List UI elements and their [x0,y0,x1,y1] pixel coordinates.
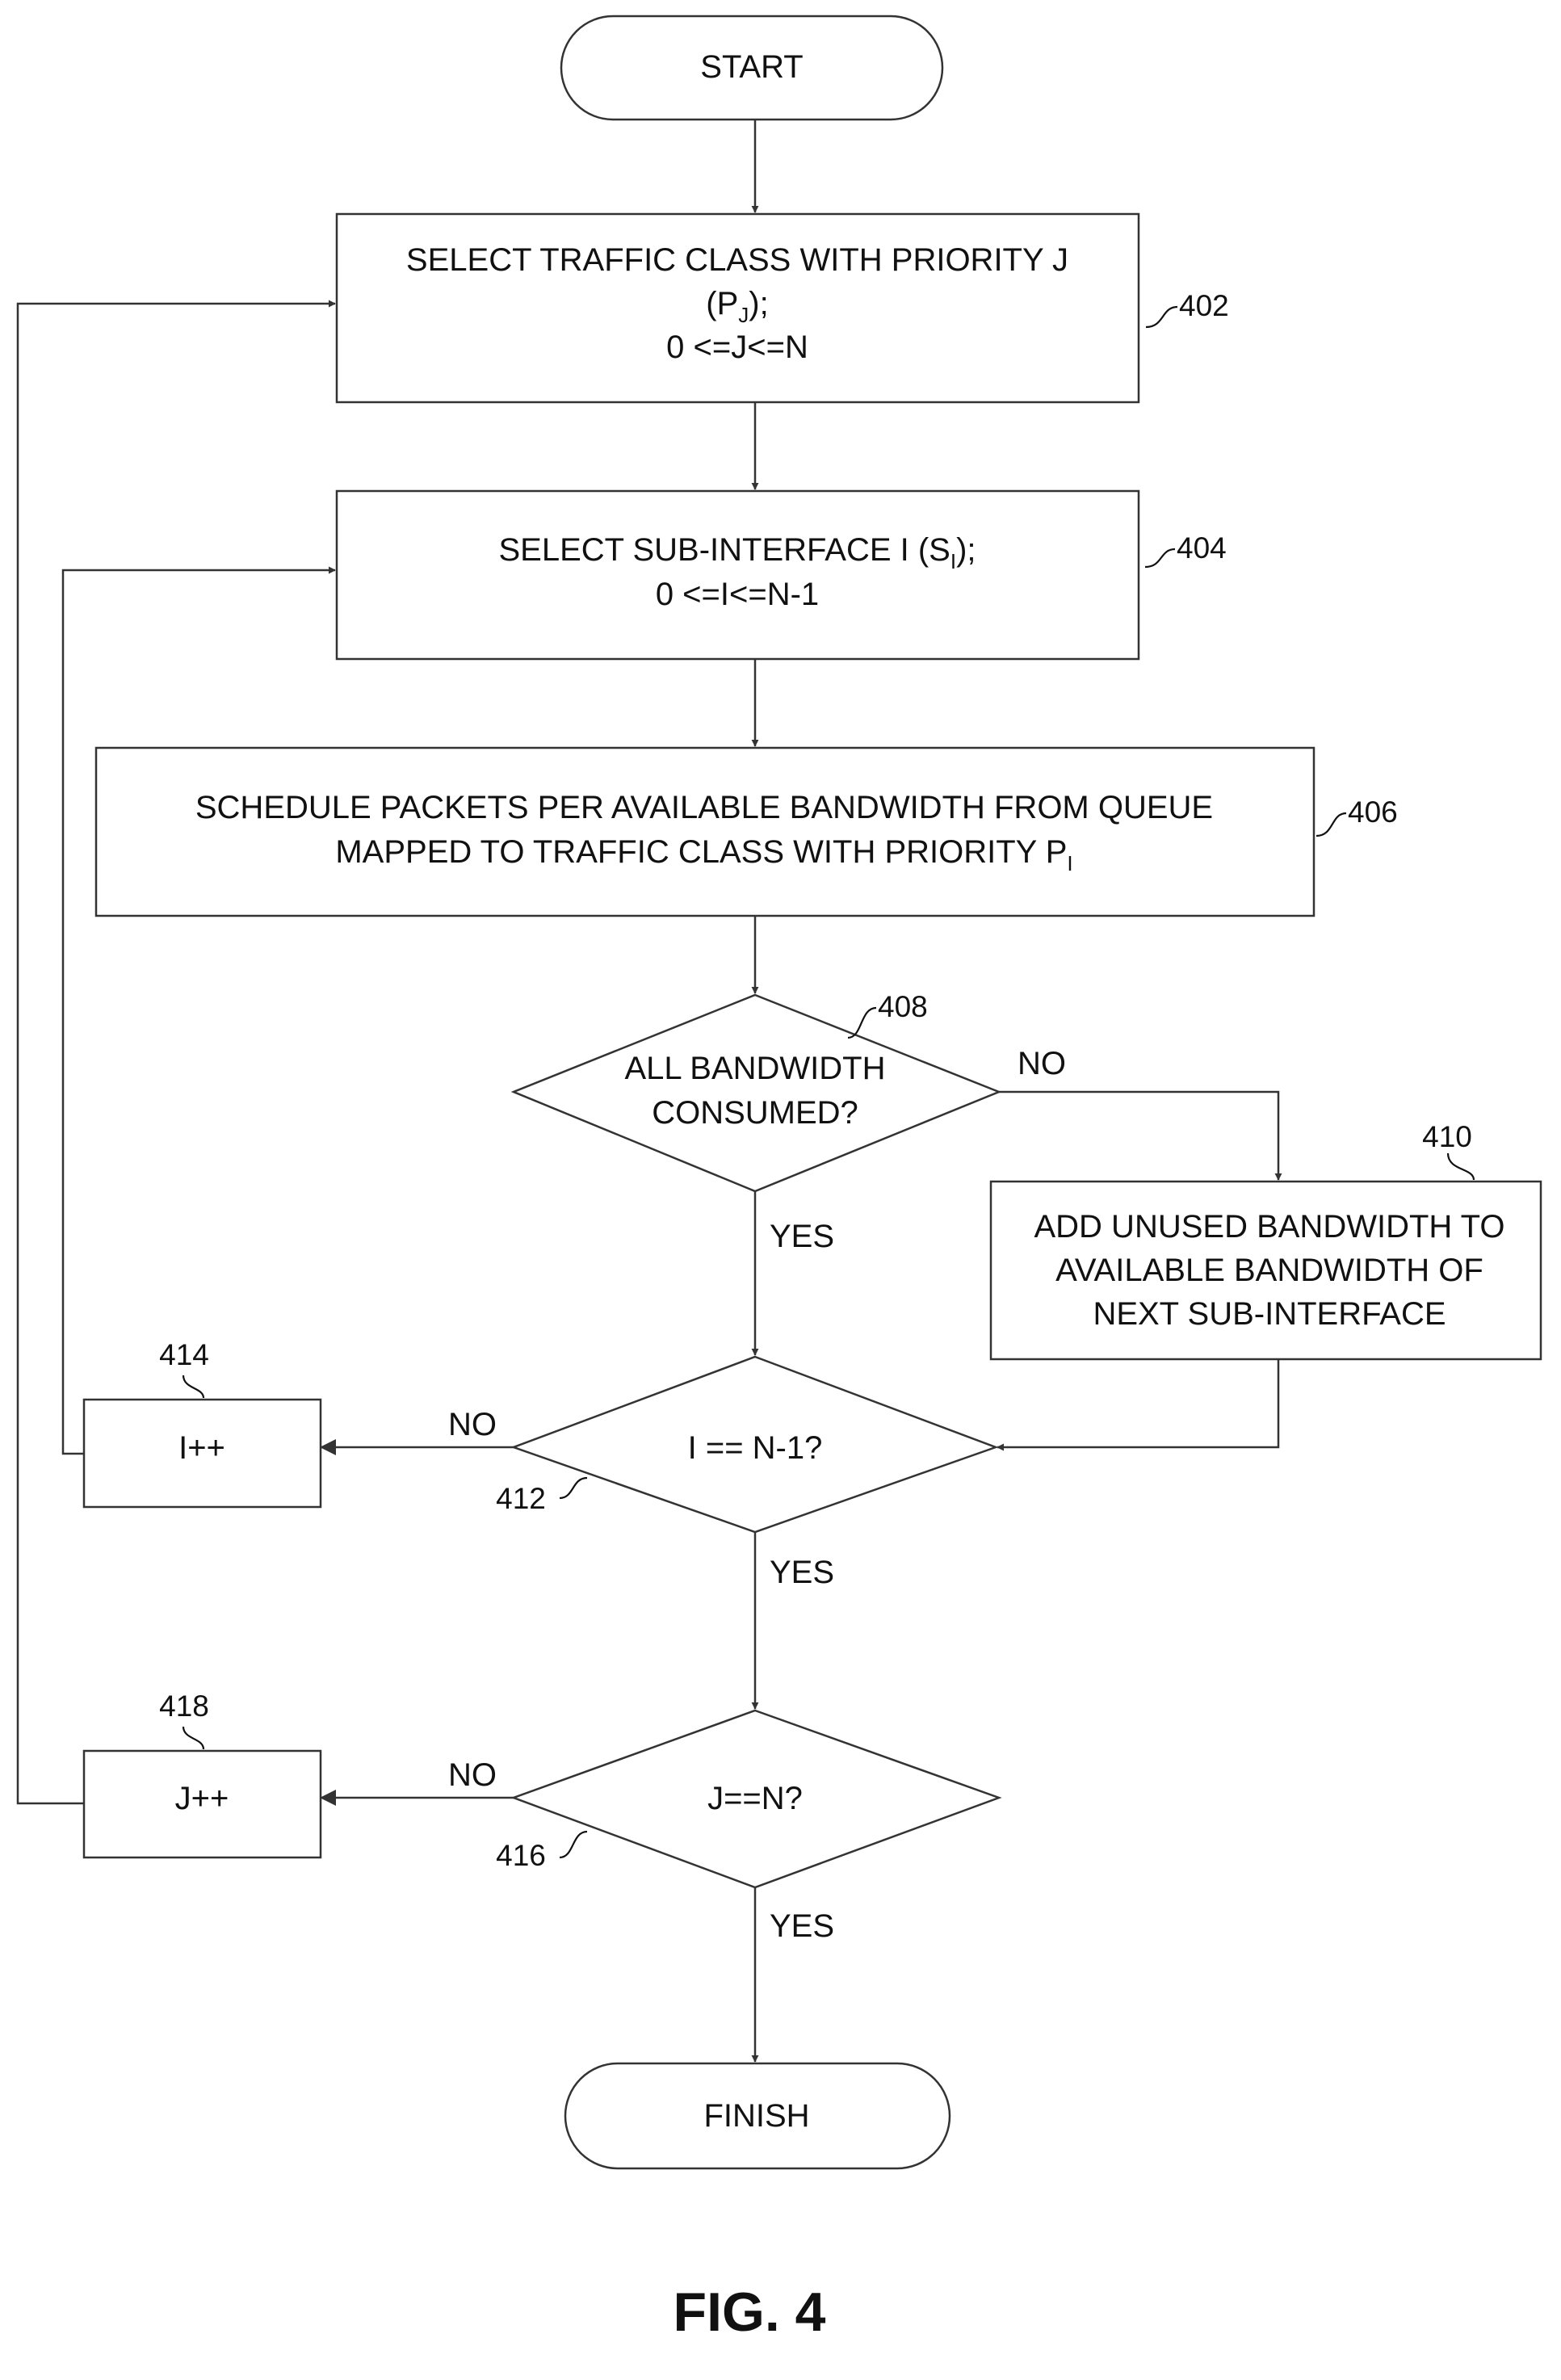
step-404-box [337,491,1139,659]
edge-412-yes-label: YES [770,1555,834,1590]
step-404-line2: 0 <=I<=N-1 [656,577,819,612]
ref-418-numeral: 418 [159,1690,209,1723]
decision-416-label: J==N? [707,1781,803,1816]
ref-408-numeral: 408 [878,990,928,1023]
ref-416-leader [560,1832,587,1857]
step-406-line1: SCHEDULE PACKETS PER AVAILABLE BANDWIDTH… [195,790,1213,825]
step-410-line1: ADD UNUSED BANDWIDTH TO [1034,1209,1504,1245]
step-410-line2: AVAILABLE BANDWIDTH OF [1055,1253,1483,1288]
start-label: START [700,49,803,85]
step-402-line3: 0 <=J<=N [666,330,808,365]
ref-402-leader [1146,307,1177,327]
ref-414-leader [183,1375,204,1398]
step-402-line2: (PJ); [706,286,768,327]
edge-412-no-label: NO [448,1407,497,1442]
finish-label: FINISH [703,2098,809,2134]
decision-408-diamond [514,995,999,1191]
ref-414-numeral: 414 [159,1338,209,1371]
decision-408-line2: CONSUMED? [652,1095,858,1131]
ref-406-leader [1316,813,1346,836]
ref-404-numeral: 404 [1177,531,1227,565]
edge-408-no-label: NO [1018,1046,1066,1081]
step-410-line3: NEXT SUB-INTERFACE [1093,1296,1446,1332]
edge-416-no-label: NO [448,1757,497,1793]
edge-416-yes-label: YES [770,1908,834,1944]
edge-418-loop-to-402 [18,304,335,1803]
step-404-line1: SELECT SUB-INTERFACE I (SI); [498,532,976,573]
edge-414-loop-to-404 [63,570,335,1454]
step-406-box [96,748,1314,916]
step-402-line1: SELECT TRAFFIC CLASS WITH PRIORITY J [406,242,1068,278]
figure-label: FIG. 4 [673,2281,826,2343]
ref-418-leader [183,1727,204,1749]
ref-410-numeral: 410 [1422,1120,1472,1153]
step-418-label: J++ [175,1781,229,1816]
step-406-line2: MAPPED TO TRAFFIC CLASS WITH PRIORITY PI [335,834,1072,875]
edge-410-to-412 [997,1359,1278,1447]
ref-412-numeral: 412 [496,1482,546,1515]
edge-408-yes-label: YES [770,1219,834,1254]
ref-410-leader [1448,1153,1474,1180]
ref-402-numeral: 402 [1179,289,1229,322]
decision-412-label: I == N-1? [688,1430,823,1466]
ref-416-numeral: 416 [496,1839,546,1872]
decision-408-line1: ALL BANDWIDTH [624,1051,885,1086]
ref-404-leader [1145,549,1175,567]
step-414-label: I++ [178,1430,225,1466]
ref-412-leader [560,1478,587,1498]
edge-408-no-to-410 [999,1092,1278,1180]
ref-406-numeral: 406 [1348,795,1398,829]
